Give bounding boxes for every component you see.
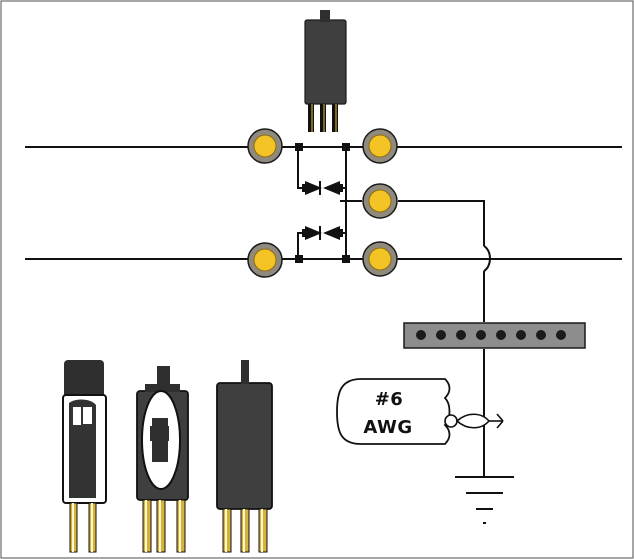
top-surge-arrester [304, 10, 347, 132]
gas-tube-icon-upper [305, 181, 340, 195]
protector-module-icon-2 [136, 366, 189, 553]
gas-tube-icon-lower [305, 226, 340, 240]
tag-line-1: #6 [375, 389, 404, 410]
tag-line-2: AWG [363, 417, 412, 438]
protector-module-icon-3 [216, 360, 273, 553]
terminal-top-left [247, 128, 283, 164]
ground-busbar [403, 322, 586, 349]
ground-conductor [398, 200, 491, 476]
protector-module-icon-1 [62, 360, 107, 553]
ground-icon [455, 476, 514, 524]
terminal-bottom-right [362, 241, 398, 277]
terminal-bottom-left [247, 242, 283, 278]
terminal-center-right [362, 183, 398, 219]
terminal-top-right [362, 128, 398, 164]
ground-wire-tag: #6 AWG [336, 378, 504, 445]
